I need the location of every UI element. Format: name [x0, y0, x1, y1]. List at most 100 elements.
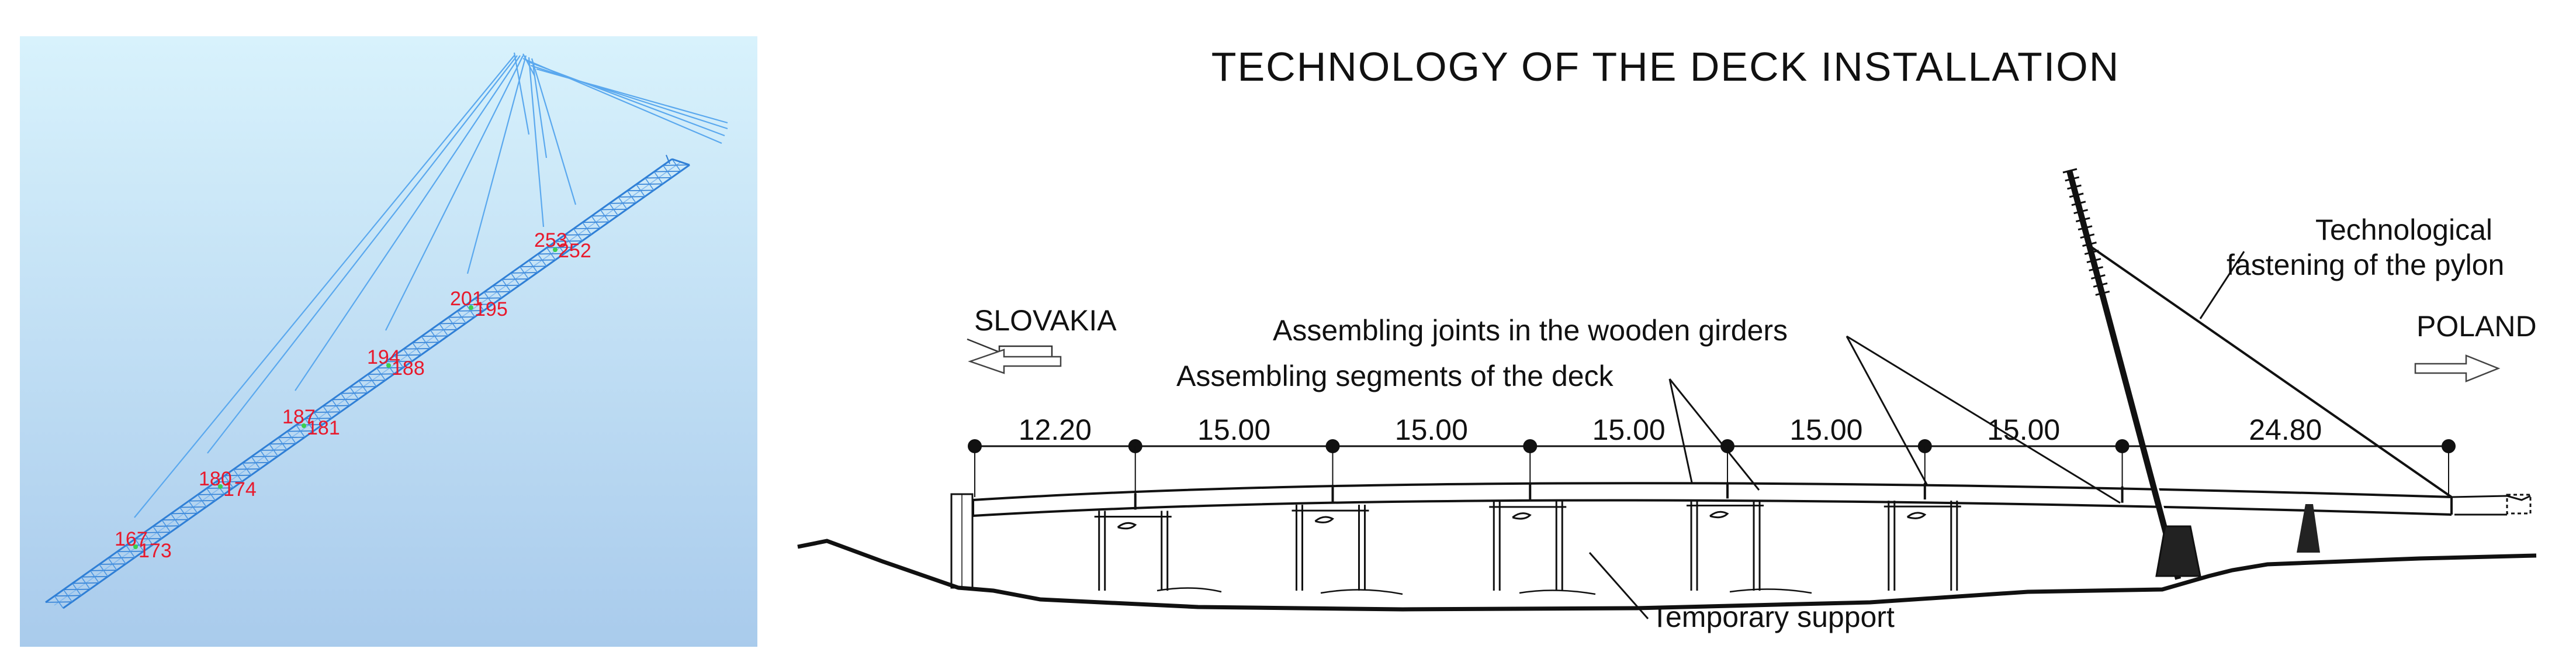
truss-member: [573, 228, 583, 242]
truss-member: [466, 304, 476, 318]
truss-member: [636, 184, 646, 197]
truss-member: [126, 545, 136, 558]
truss-member: [269, 443, 279, 457]
dimension-values: 12.20 15.00 15.00 15.00 15.00 15.00 24.8…: [1019, 413, 2322, 446]
country-label-poland: POLAND: [2416, 310, 2537, 343]
dimension-value: 12.20: [1019, 413, 1092, 446]
fastening-label-line1: Technological: [2315, 213, 2492, 246]
truss-member: [89, 570, 99, 584]
truss-member: [116, 551, 126, 564]
arrow-left-shadow-icon: [968, 349, 1062, 374]
node-pair: 194 188: [367, 346, 425, 380]
node-label: 252: [558, 240, 591, 262]
temporary-support: [1687, 499, 1764, 591]
node-label: 173: [139, 540, 172, 562]
truss-member: [313, 412, 323, 425]
truss-member: [233, 469, 243, 482]
bridge-deck: [972, 482, 2453, 517]
right-abutment: [2451, 494, 2532, 516]
arrow-right-icon: [2414, 354, 2501, 382]
dimension-value: 15.00: [1789, 413, 1862, 446]
truss-member: [367, 374, 377, 387]
truss-member: [340, 393, 350, 406]
truss-member: [528, 260, 538, 273]
node-label: 174: [223, 478, 257, 501]
truss-member: [224, 475, 234, 488]
truss-member: [555, 241, 565, 254]
dimension-points: [968, 439, 2456, 497]
truss-member: [296, 425, 306, 438]
pylon-tick: [2090, 274, 2106, 280]
node-label: 201: [450, 288, 483, 310]
model-background: [20, 36, 757, 647]
structural-model-panel: 167 173 180 174 187 181 194 188 201 195 …: [20, 36, 757, 647]
pylon-tick: [2082, 242, 2097, 247]
truss-member: [671, 158, 681, 172]
truss-member: [430, 329, 439, 343]
truss-member: [537, 253, 547, 267]
truss-member: [456, 311, 466, 324]
truss-member: [591, 215, 601, 229]
truss-member: [439, 323, 449, 336]
truss-member: [412, 342, 422, 356]
dimension-value: 15.00: [1987, 413, 2060, 446]
truss-member: [323, 405, 333, 419]
truss-member: [197, 494, 207, 508]
pylon-tick: [2067, 184, 2082, 190]
truss-member: [153, 526, 162, 539]
truss-member: [143, 532, 153, 546]
truss-member: [520, 266, 529, 280]
truss-member: [564, 235, 574, 248]
pylon-tick: [2089, 266, 2104, 271]
truss-member: [278, 437, 288, 450]
pylon-tick: [2080, 233, 2095, 239]
node-label: 180: [199, 468, 232, 490]
truss-member: [475, 298, 484, 311]
country-label-slovakia: SLOVAKIA: [974, 304, 1117, 337]
pylon-tick: [2062, 168, 2078, 174]
truss-member: [394, 355, 404, 368]
truss-member: [170, 513, 180, 526]
dimension-value: 24.80: [2249, 413, 2322, 446]
joints-leaders: [1846, 335, 2121, 504]
truss-member: [582, 222, 592, 235]
fastening-leader: [2199, 251, 2245, 319]
truss-member: [609, 203, 619, 216]
truss-member: [663, 165, 673, 178]
truss-member: [304, 418, 314, 432]
node-pair: 167 173: [115, 528, 172, 562]
truss-member: [188, 501, 198, 514]
node-label: 195: [475, 298, 508, 320]
pylon-tick: [2073, 209, 2088, 215]
truss-member: [161, 519, 171, 533]
node-label: 194: [367, 346, 400, 368]
dimension-value: 15.00: [1395, 413, 1468, 446]
pylon-tick: [2075, 217, 2090, 223]
segments-leaders: [1668, 378, 1760, 491]
truss-member: [134, 539, 144, 552]
pylon-tick: [2065, 176, 2080, 182]
truss-member: [63, 589, 72, 602]
pylon: [2062, 168, 2453, 580]
node-labels: 167 173 180 174 187 181 194 188 201 195 …: [115, 229, 591, 562]
truss-member: [421, 336, 431, 349]
node-label: 181: [307, 417, 340, 439]
truss-member: [626, 190, 636, 204]
node-label: 187: [282, 406, 316, 428]
truss-member: [358, 380, 368, 394]
truss-member: [72, 583, 82, 596]
temporary-support: [1292, 505, 1369, 591]
pylon-tick: [2069, 192, 2084, 198]
truss-member: [376, 367, 386, 381]
truss-member: [349, 387, 359, 400]
truss-member: [501, 279, 511, 292]
truss-member: [653, 171, 663, 184]
fastening-label-line2: fastening of the pylon: [2227, 249, 2504, 281]
temporary-support: [1883, 501, 1961, 591]
support-label: Temporary support: [1651, 601, 1895, 633]
truss-member: [493, 285, 503, 298]
node-pair: 187 181: [282, 406, 340, 439]
joints-label: Assembling joints in the wooden girders: [1273, 314, 1788, 347]
temporary-supports: [1094, 499, 1961, 591]
